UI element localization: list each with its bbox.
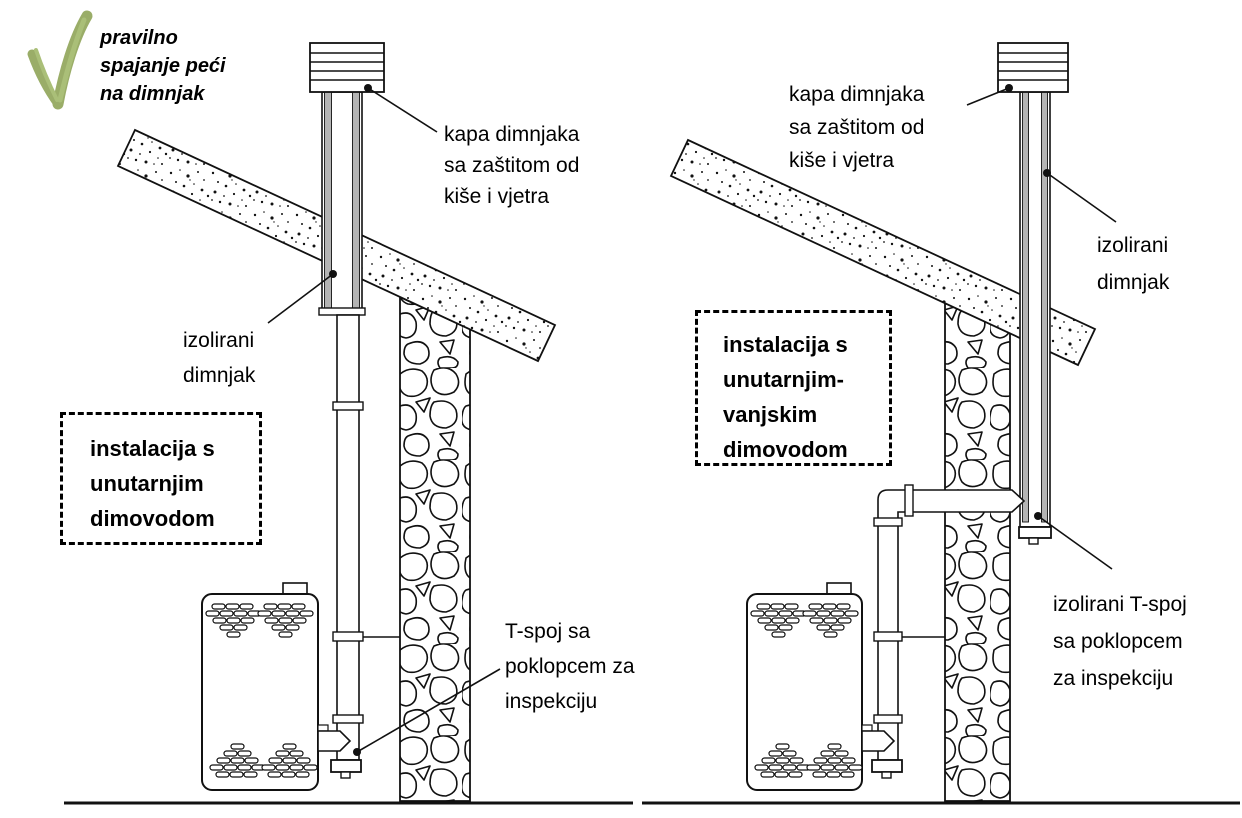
right-cap-label: kapa dimnjaka sa zaštitom od kiše i vjet…: [789, 78, 924, 177]
left-chimney-cap: [309, 42, 385, 93]
right-t-joint-label: izolirani T-spoj sa poklopcem za inspekc…: [1053, 586, 1187, 697]
box-line: unutarnjim-: [723, 367, 844, 392]
label-line: izolirani: [1097, 234, 1169, 257]
left-flue-pipe: [332, 314, 400, 761]
left-wall: [399, 295, 471, 802]
right-roof: [669, 138, 1097, 367]
right-stove: [746, 582, 863, 791]
label-line: T-spoj sa: [505, 620, 591, 643]
label-line: dimnjak: [1097, 271, 1170, 294]
right-wall: [944, 301, 1011, 802]
left-insulated-label: izolirani dimnjak: [183, 323, 255, 393]
right-insulated-chimney: [1018, 91, 1052, 545]
left-installation-box: instalacija s unutarnjim dimovodom: [60, 412, 262, 545]
left-stove: [201, 582, 319, 791]
right-leader-lines: [966, 87, 1117, 570]
left-leader-lines: [267, 87, 501, 753]
label-line: sa zaštitom od: [444, 154, 580, 177]
right-inspection-cap: [1018, 526, 1052, 539]
left-diagram: [64, 42, 633, 805]
right-flue-pipe: [873, 484, 1026, 761]
left-cap-label: kapa dimnjaka sa zaštitom od kiše i vjet…: [444, 119, 579, 212]
label-line: dimnjak: [183, 364, 256, 387]
label-line: kiše i vjetra: [789, 149, 895, 172]
right-leader-dots: [1005, 84, 1051, 520]
box-line: instalacija s: [723, 332, 848, 357]
box-line: dimovodom: [723, 437, 848, 462]
header-line: pravilno: [100, 27, 178, 49]
label-line: sa zaštitom od: [789, 116, 925, 139]
left-inspection-cap: [330, 759, 362, 773]
box-line: unutarnjim: [90, 471, 204, 496]
label-line: sa poklopcem: [1053, 630, 1183, 653]
checkmark-icon: [27, 10, 93, 110]
header-caption: pravilno spajanje peći na dimnjak: [100, 24, 226, 108]
label-line: kapa dimnjaka: [789, 83, 925, 106]
right-chimney-cap: [997, 42, 1069, 93]
label-line: izolirani: [183, 329, 255, 352]
label-line: kapa dimnjaka: [444, 123, 580, 146]
label-line: kiše i vjetra: [444, 185, 550, 208]
box-line: vanjskim: [723, 402, 818, 427]
label-line: za inspekciju: [1053, 667, 1174, 690]
header-line: na dimnjak: [100, 83, 205, 105]
left-leader-dots: [329, 84, 372, 756]
label-line: inspekciju: [505, 690, 598, 713]
right-insulated-label: izolirani dimnjak: [1097, 227, 1169, 301]
header-line: spajanje peći: [100, 55, 226, 77]
label-line: poklopcem za: [505, 655, 635, 678]
label-line: izolirani T-spoj: [1053, 593, 1187, 616]
left-t-joint: [317, 724, 362, 779]
right-installation-box: instalacija s unutarnjim- vanjskim dimov…: [695, 310, 892, 466]
left-insulated-chimney: [318, 91, 366, 316]
left-t-joint-label: T-spoj sa poklopcem za inspekciju: [505, 614, 635, 719]
box-line: instalacija s: [90, 436, 215, 461]
box-line: dimovodom: [90, 506, 215, 531]
right-t-joint: [861, 724, 903, 779]
right-diagram: [642, 42, 1240, 805]
